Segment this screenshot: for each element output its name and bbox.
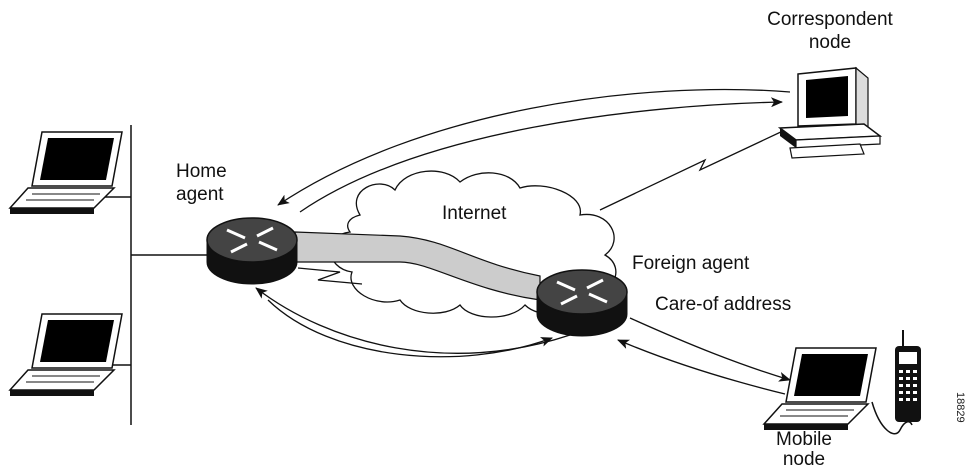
arrow-home-to-foreign — [267, 299, 553, 358]
mobile-label-line2: node — [782, 449, 826, 470]
router-icon — [536, 269, 628, 337]
laptop-icon — [762, 347, 877, 430]
correspondent-label-line1: Correspondent — [767, 9, 893, 30]
arrow-correspondent-to-home — [277, 88, 791, 206]
arrow-foreign-to-mobile — [629, 317, 791, 382]
care-of-address-label: Care-of address — [655, 294, 792, 315]
internet-label: Internet — [442, 203, 507, 224]
home-agent-label: Home agent — [176, 160, 227, 206]
figure-id-label: 18829 — [954, 392, 966, 423]
home-agent-label-line2: agent — [176, 184, 224, 205]
cellphone-icon — [895, 330, 921, 422]
home-agent-label-line1: Home — [176, 161, 227, 182]
laptop-icon — [8, 131, 123, 214]
foreign-agent-label: Foreign agent — [632, 253, 750, 274]
arrow-home-to-correspondent — [299, 97, 783, 213]
correspondent-link — [599, 129, 786, 211]
router-icon — [206, 217, 298, 285]
arrow-mobile-to-foreign — [617, 339, 786, 395]
mobile-node-label: Mobile node — [762, 430, 846, 470]
serial-link-icon — [297, 267, 363, 285]
correspondent-label-line2: node — [808, 32, 852, 53]
laptop-icon — [8, 313, 123, 396]
mobile-label-line1: Mobile — [776, 429, 832, 450]
desktop-computer-icon — [777, 66, 883, 159]
phone-cable — [871, 401, 913, 435]
correspondent-node-label: Correspondent node — [732, 8, 928, 54]
